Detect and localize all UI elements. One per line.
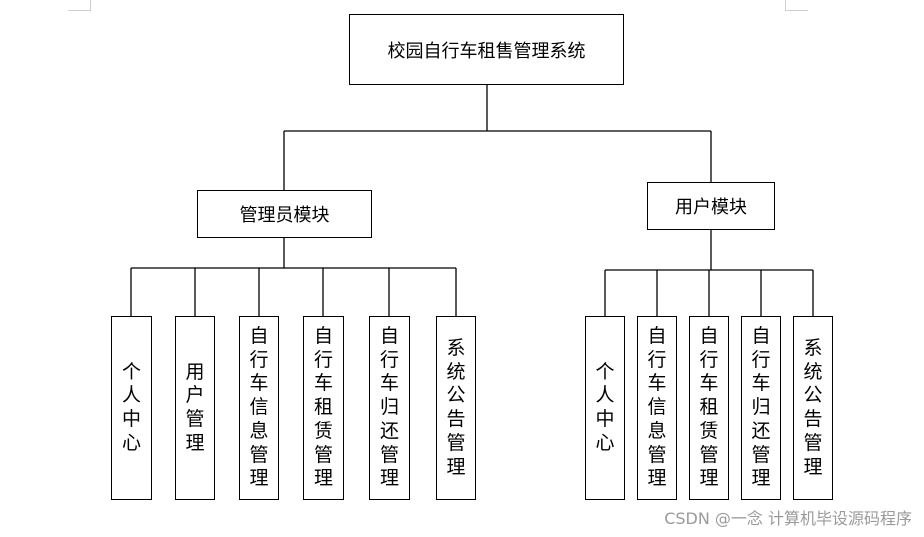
user-child-node: 自行车归还管理	[741, 316, 781, 500]
admin-child-label: 个人中心	[122, 360, 142, 454]
user-module-label: 用户模块	[675, 197, 747, 218]
user-child-label: 个人中心	[595, 360, 615, 454]
admin-module-label: 管理员模块	[239, 205, 330, 226]
admin-child-node: 自行车归还管理	[369, 316, 410, 500]
user-child-label: 自行车归还管理	[751, 324, 771, 490]
user-child-node: 自行车租赁管理	[689, 316, 729, 500]
admin-child-node: 系统公告管理	[436, 316, 476, 500]
admin-child-label: 自行车信息管理	[249, 324, 269, 490]
admin-child-label: 用户管理	[185, 360, 205, 454]
admin-child-node: 个人中心	[111, 316, 152, 500]
user-child-label: 自行车信息管理	[647, 324, 667, 490]
root-node-label: 校园自行车租售管理系统	[387, 40, 586, 62]
admin-child-label: 自行车租赁管理	[314, 324, 334, 490]
admin-child-node: 自行车信息管理	[239, 316, 279, 500]
user-child-node: 个人中心	[585, 316, 625, 500]
admin-child-label: 自行车归还管理	[380, 324, 400, 490]
admin-child-node: 用户管理	[175, 316, 215, 500]
root-node: 校园自行车租售管理系统	[349, 14, 624, 85]
user-child-label: 自行车租赁管理	[699, 324, 719, 490]
admin-child-node: 自行车租赁管理	[303, 316, 344, 500]
user-child-node: 自行车信息管理	[637, 316, 677, 500]
connector-lines	[130, 84, 814, 316]
user-child-node: 系统公告管理	[793, 316, 833, 500]
user-child-label: 系统公告管理	[803, 336, 823, 478]
admin-child-label: 系统公告管理	[446, 336, 466, 478]
page-corner-mark-right	[785, 0, 808, 11]
watermark-text: CSDN @一念 计算机毕设源码程序	[664, 509, 912, 528]
user-module-node: 用户模块	[647, 182, 775, 230]
admin-module-node: 管理员模块	[197, 190, 372, 238]
page-corner-mark-left	[68, 0, 91, 11]
